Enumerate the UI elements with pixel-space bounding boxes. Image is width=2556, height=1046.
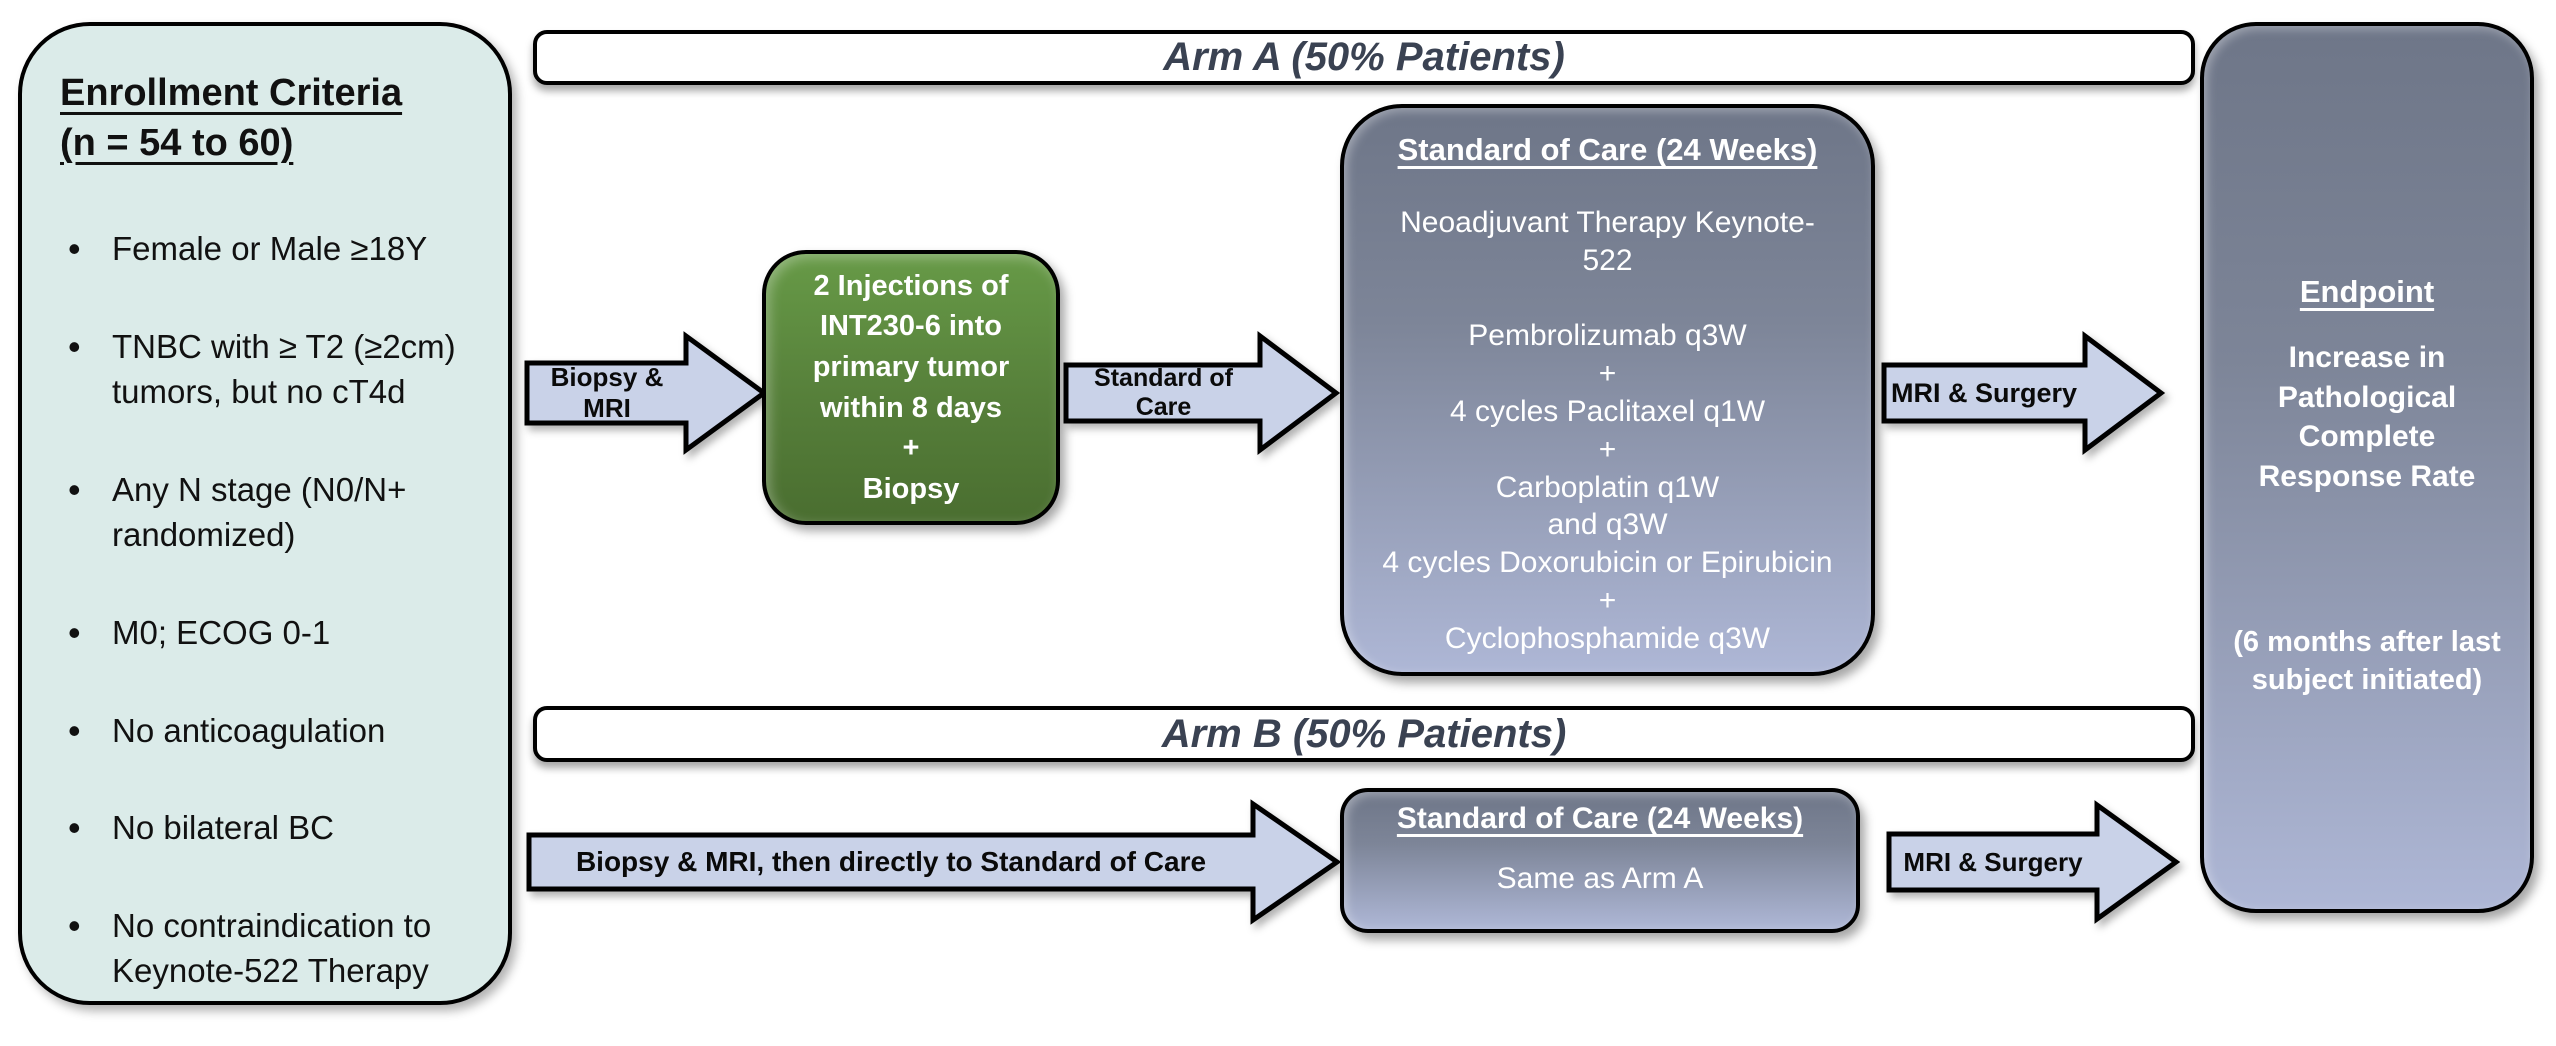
list-item: Any N stage (N0/N+ randomized) xyxy=(60,465,480,558)
arm-b-banner: Arm B (50% Patients) xyxy=(533,706,2195,762)
right-arrow-icon xyxy=(1881,331,2166,455)
arm-a-banner-label: Arm A (50% Patients) xyxy=(1163,35,1565,79)
enrollment-title-line2: (n = 54 to 60) xyxy=(60,122,294,165)
arm-b-direct-arrow: Biopsy & MRI, then directly to Standard … xyxy=(526,792,1342,932)
arm-b-direct-arrow-label: Biopsy & MRI, then directly to Standard … xyxy=(575,846,1207,877)
arm-b-banner-label: Arm B (50% Patients) xyxy=(1161,711,1567,756)
standard-of-care-arrow-label: Standard of Care xyxy=(1094,364,1233,421)
right-arrow-icon xyxy=(1886,800,2181,924)
right-arrow-icon xyxy=(1063,331,1341,455)
enrollment-bullet-list: Female or Male ≥18Y TNBC with ≥ T2 (≥2cm… xyxy=(60,224,480,994)
list-item: M0; ECOG 0-1 xyxy=(60,608,480,657)
arm-a-banner: Arm A (50% Patients) xyxy=(533,30,2195,85)
biopsy-mri-arrow-label: Biopsy & MRI xyxy=(550,362,664,423)
arm-a-mri-surgery-arrow-label: MRI & Surgery xyxy=(1890,377,2078,408)
arm-b-mri-surgery-arrow-label: MRI & Surgery xyxy=(1903,846,2083,877)
arm-b-soc-body: Same as Arm A xyxy=(1496,862,1704,895)
endpoint-box: Endpoint Increase in Pathological Comple… xyxy=(2200,22,2534,913)
int230-injection-text: 2 Injections of INT230-6 into primary tu… xyxy=(812,269,1010,505)
list-item: No bilateral BC xyxy=(60,803,480,852)
enrollment-criteria-panel: Enrollment Criteria (n = 54 to 60) Femal… xyxy=(18,22,512,1005)
endpoint-main-text: Increase in Pathological Complete Respon… xyxy=(2258,341,2476,493)
arm-b-soc-title: Standard of Care (24 Weeks) xyxy=(1396,802,1804,835)
right-arrow-icon xyxy=(526,799,1342,925)
biopsy-mri-arrow: Biopsy & MRI xyxy=(523,328,769,458)
list-item: TNBC with ≥ T2 (≥2cm) tumors, but no cT4… xyxy=(60,322,480,415)
arm-b-soc-box: Standard of Care (24 Weeks) Same as Arm … xyxy=(1340,788,1860,933)
arm-a-mri-surgery-arrow: MRI & Surgery xyxy=(1880,328,2166,458)
endpoint-title: Endpoint xyxy=(2299,274,2435,309)
standard-of-care-arrow: Standard of Care xyxy=(1062,328,1341,458)
arm-a-soc-box: Standard of Care (24 Weeks) Neoadjuvant … xyxy=(1340,104,1875,676)
right-arrow-icon xyxy=(524,331,769,455)
list-item: No contraindication to Keynote-522 Thera… xyxy=(60,901,480,994)
arm-a-soc-body: Neoadjuvant Therapy Keynote- 522 Pembrol… xyxy=(1382,206,1833,655)
arm-b-mri-surgery-arrow: MRI & Surgery xyxy=(1885,797,2181,927)
arm-a-soc-title: Standard of Care (24 Weeks) xyxy=(1397,132,1818,167)
list-item: Female or Male ≥18Y xyxy=(60,224,480,273)
endpoint-note: (6 months after last subject initiated) xyxy=(2233,626,2501,696)
list-item: No anticoagulation xyxy=(60,706,480,755)
enrollment-title-line1: Enrollment Criteria xyxy=(60,72,403,114)
int230-injection-box: 2 Injections of INT230-6 into primary tu… xyxy=(762,250,1060,525)
